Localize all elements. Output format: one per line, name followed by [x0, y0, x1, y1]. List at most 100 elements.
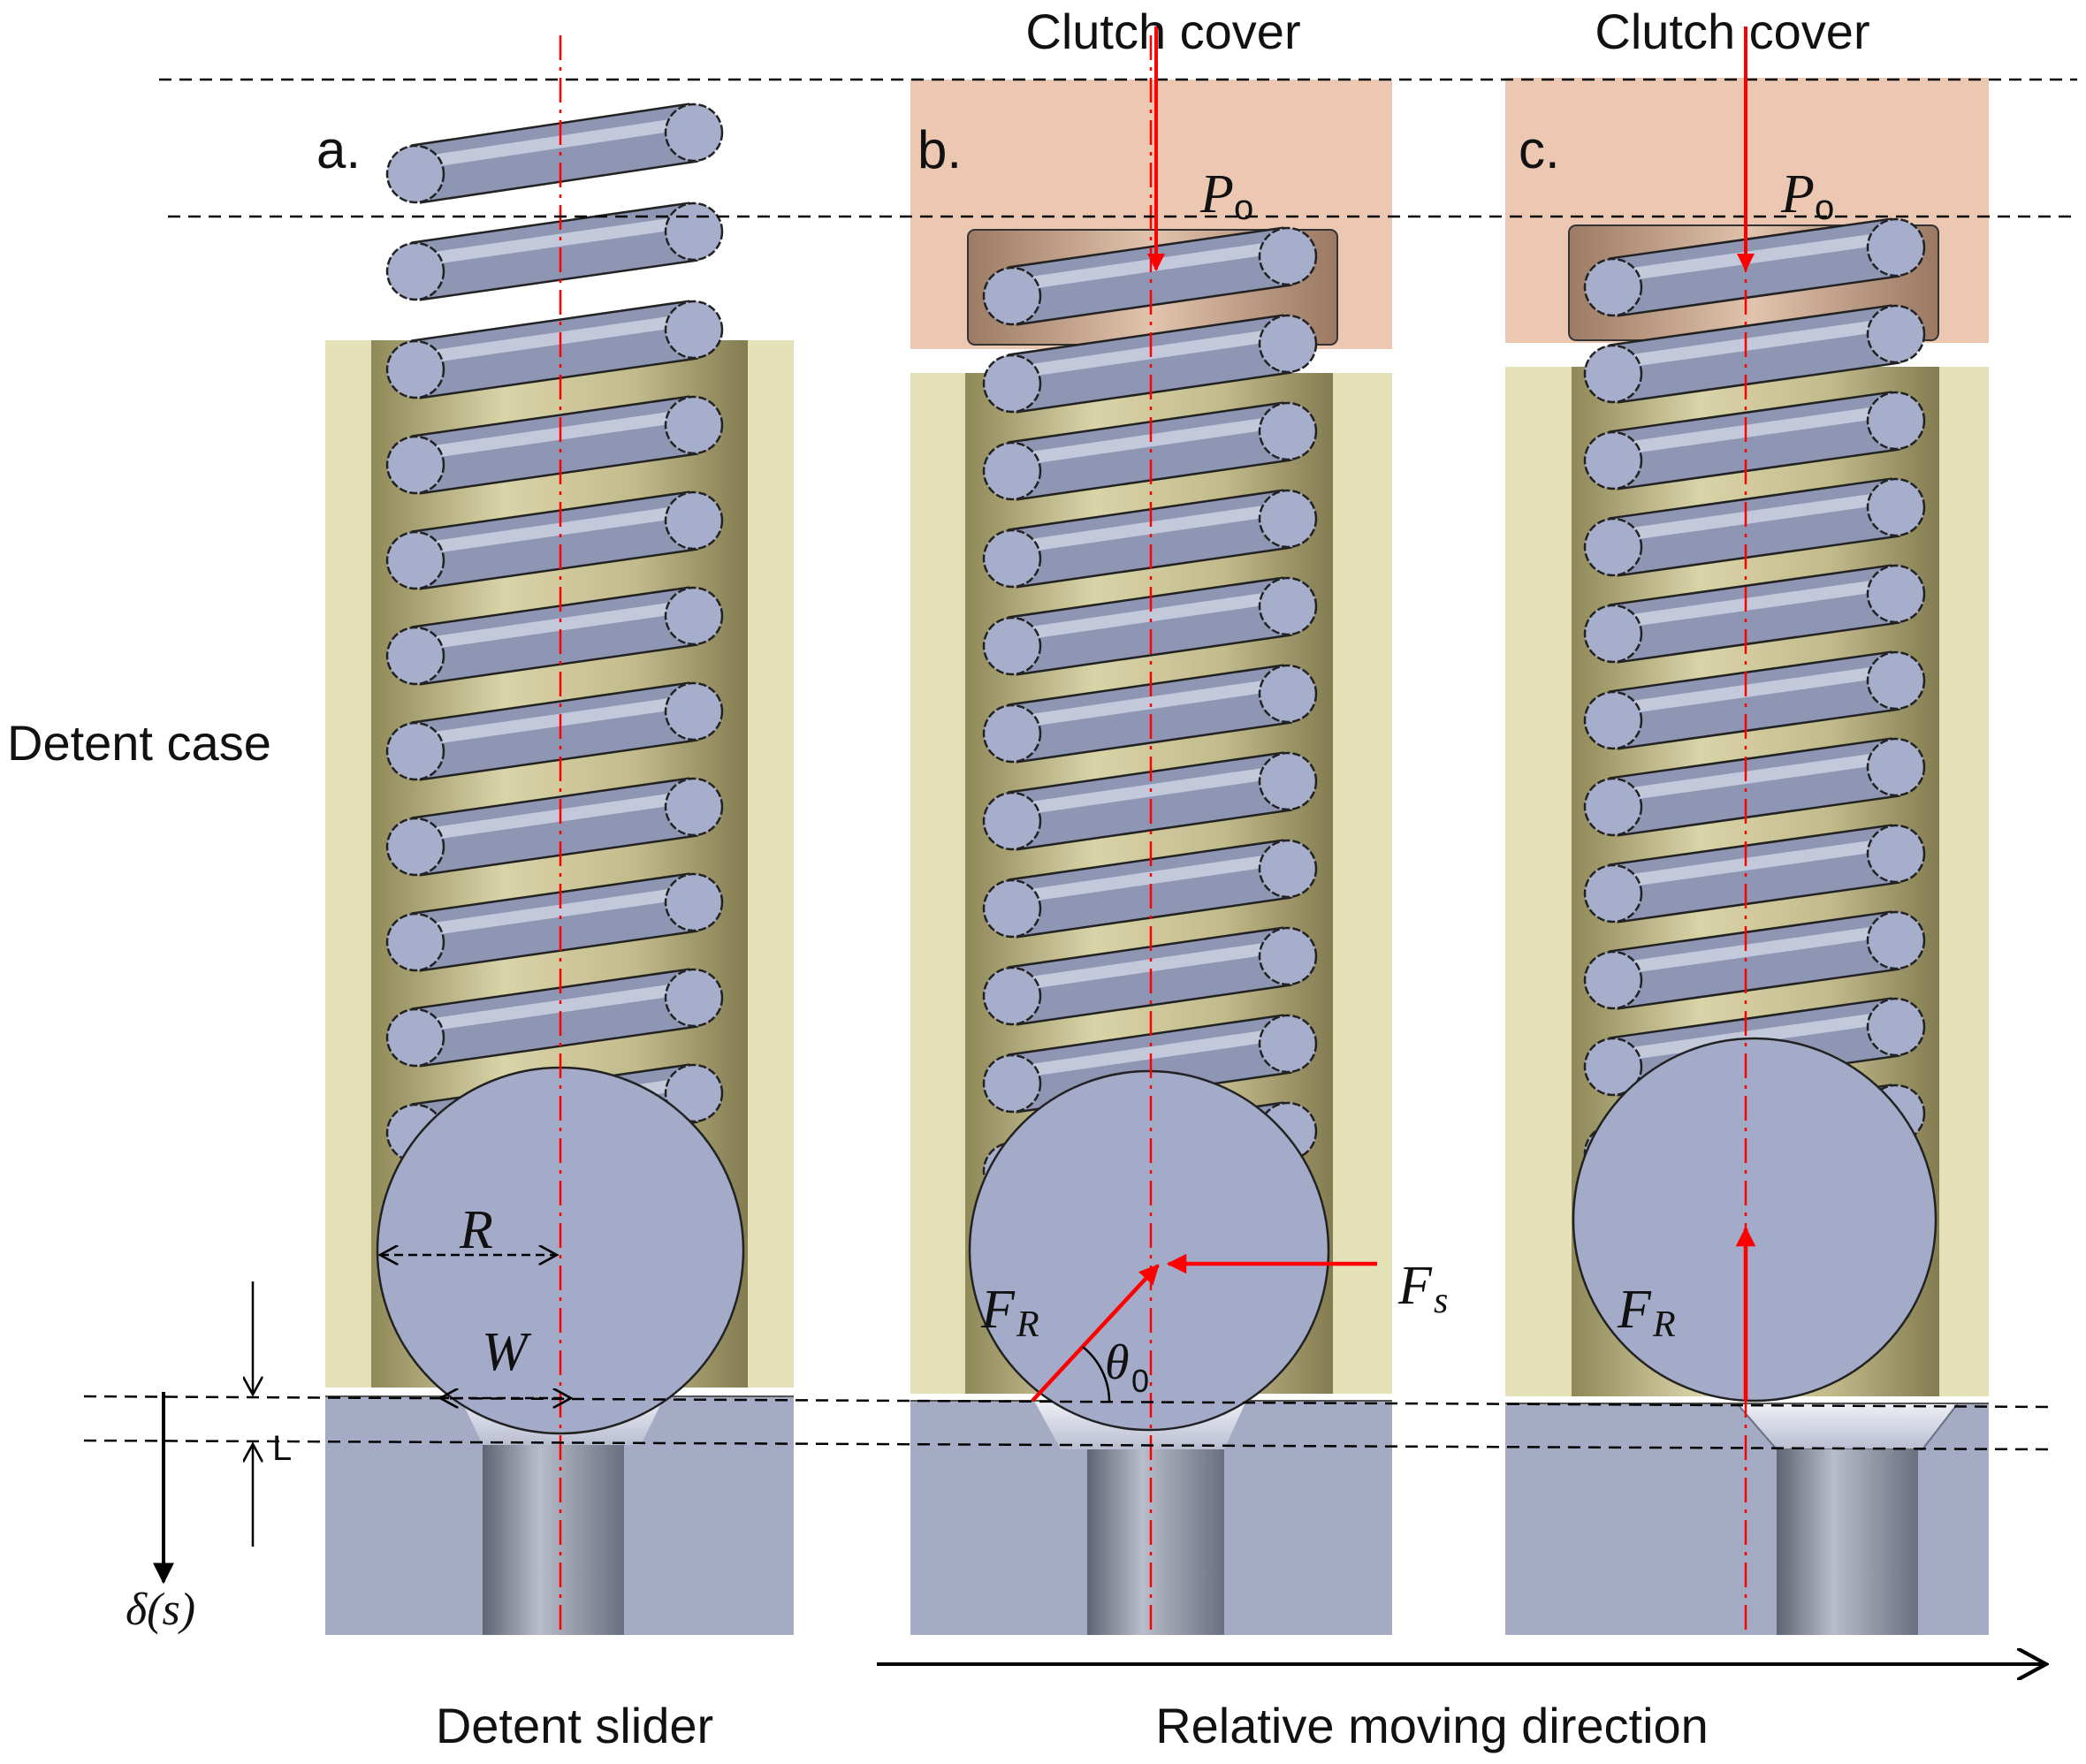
spring-coil-end: [1866, 391, 1926, 451]
spring-coil-highlight: [415, 215, 695, 267]
spring-coil-highlight: [414, 116, 696, 170]
fr-label-b: F R: [980, 1280, 1039, 1345]
detent-case-label: Detent case: [7, 715, 271, 771]
detent-slider-c: [1505, 1403, 1989, 1635]
p0-label-c: P o: [1780, 164, 1834, 227]
spring-coil-end: [1258, 401, 1318, 461]
spring-coil-end: [385, 435, 445, 495]
spring-coil-end: [1258, 489, 1318, 549]
spring-coil-end: [982, 616, 1042, 676]
spring-coil-highlight: [1011, 502, 1289, 554]
spring-coil-highlight: [1612, 317, 1897, 369]
spring-coil-highlight: [415, 886, 695, 938]
spring-coil-highlight: [415, 408, 695, 460]
spring-coil-end: [664, 490, 724, 551]
spring-coil-end: [1583, 517, 1643, 577]
spring-coil-end: [1583, 863, 1643, 924]
spring-coil: [1609, 912, 1900, 1008]
spring-coil: [411, 104, 698, 202]
spring-coil-highlight: [415, 790, 695, 842]
spring-coil-end: [385, 817, 445, 877]
panel-label-c: c.: [1519, 120, 1560, 179]
spring-coil-end: [982, 966, 1042, 1026]
svg-text:0: 0: [1131, 1363, 1149, 1399]
spring-coil-end: [1866, 737, 1926, 797]
radius-label: R: [459, 1200, 493, 1260]
spring-coil-highlight: [415, 981, 695, 1033]
spring-coil-highlight: [415, 504, 695, 556]
fr-label-c: F R: [1617, 1280, 1676, 1345]
spring-coil-highlight: [1011, 677, 1289, 729]
spring-coil-highlight: [1612, 231, 1897, 283]
spring-coil-end: [664, 201, 724, 262]
svg-text:F: F: [980, 1280, 1016, 1340]
spring-coil-end: [1258, 314, 1318, 374]
ref-line-contact: [83, 1395, 2052, 1409]
spring-coil-end: [385, 339, 445, 399]
spring-coil: [411, 301, 698, 398]
svg-text:o: o: [1815, 188, 1834, 227]
spring-coil-highlight: [1612, 664, 1897, 716]
spring-coil-end: [1583, 257, 1643, 317]
p0-label-b: P o: [1199, 164, 1253, 227]
spring-coil: [1008, 490, 1292, 587]
svg-text:R: R: [1652, 1304, 1676, 1345]
spring-coil: [1008, 228, 1292, 324]
spring-coil: [411, 683, 698, 779]
spring-coil-end: [1258, 664, 1318, 724]
spring-coil: [1609, 219, 1900, 316]
spring-coil-highlight: [1011, 1027, 1289, 1079]
spring-coil: [1609, 479, 1900, 575]
spring-coil-end: [385, 912, 445, 972]
spring-coil-end: [664, 1063, 724, 1123]
spring-coil-end: [664, 103, 724, 163]
spring-coil-highlight: [415, 695, 695, 747]
spring-coil-end: [385, 721, 445, 781]
spring-coil-end: [1258, 839, 1318, 899]
fr-arrow-b: [1031, 1264, 1160, 1403]
spring-coil: [411, 969, 698, 1066]
spring-coil-highlight: [1612, 750, 1897, 802]
spring-coil: [1609, 825, 1900, 922]
spring-coil: [1609, 566, 1900, 662]
svg-text:P: P: [1780, 164, 1815, 224]
spring-coil-end: [1258, 226, 1318, 286]
spring-coil-end: [1258, 751, 1318, 811]
spring-coil: [1609, 739, 1900, 835]
theta-label: θ 0: [1105, 1335, 1149, 1399]
spring-coil-end: [1258, 1014, 1318, 1074]
spring-coil-highlight: [1011, 852, 1289, 904]
svg-text:R: R: [1016, 1304, 1039, 1345]
width-label: W: [482, 1322, 532, 1382]
spring-coil: [1609, 306, 1900, 402]
spring-coil: [1609, 392, 1900, 489]
spring-coil: [1008, 665, 1292, 762]
spring-coil-highlight: [415, 313, 695, 365]
spring-coil-end: [664, 586, 724, 646]
spring-coil-end: [982, 266, 1042, 326]
spring-coil-end: [664, 300, 724, 360]
spring-coil-end: [385, 1007, 445, 1068]
spring-coil-end: [1583, 777, 1643, 837]
spring-coil: [411, 779, 698, 875]
spring-coil-end: [1583, 430, 1643, 490]
detent-ball-c: [1572, 1037, 1938, 1403]
spring-coil-end: [1866, 997, 1926, 1057]
spring-coil-end: [1866, 650, 1926, 711]
spring-coil-end: [982, 354, 1042, 414]
svg-text:P: P: [1199, 164, 1234, 224]
spring-coil-end: [1866, 910, 1926, 970]
panel-label-b: b.: [917, 120, 962, 179]
moving-direction-label: Relative moving direction: [1155, 1698, 1709, 1753]
spring-coil: [411, 492, 698, 589]
spring-coil-end: [1866, 824, 1926, 884]
spring-coil: [1609, 652, 1900, 749]
spring-coil-end: [385, 144, 445, 204]
spring-coil-end: [1583, 604, 1643, 664]
spring-coil-end: [1866, 217, 1926, 278]
spring-coil-highlight: [1011, 589, 1289, 642]
spring-coil-end: [982, 441, 1042, 501]
depth-label: L: [272, 1429, 292, 1468]
spring-coil-end: [982, 528, 1042, 589]
